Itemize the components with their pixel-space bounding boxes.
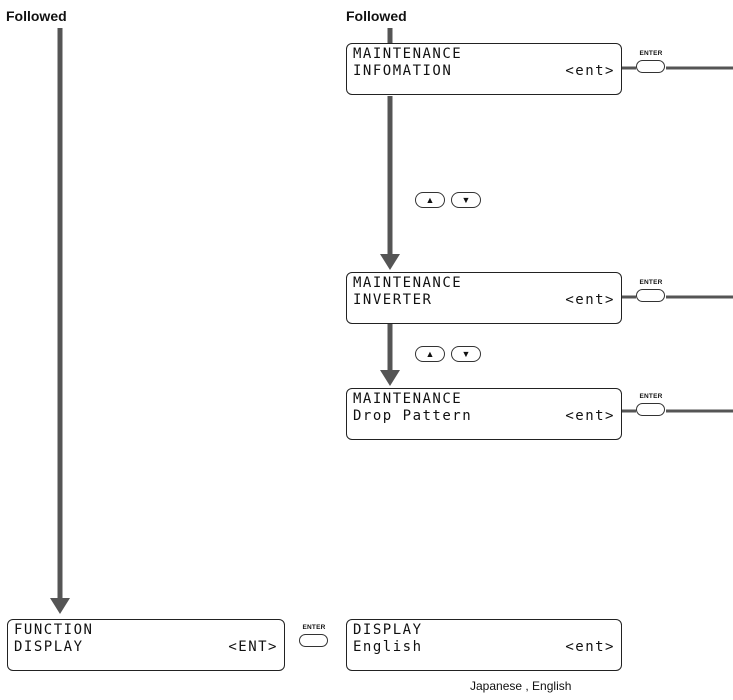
enter-label: ENTER: [639, 279, 663, 286]
lcd-function-display: FUNCTION DISPLAY <ENT>: [7, 619, 285, 671]
up-arrow-icon: ▲: [425, 349, 435, 359]
lcd-display-english: DISPLAY English <ent>: [346, 619, 622, 671]
enter-key-icon: [636, 403, 665, 416]
lcd-maintenance-information: MAINTENANCE INFOMATION <ent>: [346, 43, 622, 95]
left-arrowhead: [50, 598, 70, 614]
enter-key-icon: [299, 634, 328, 647]
lcd-line-2: DISPLAY: [14, 639, 84, 655]
lcd-line-1: MAINTENANCE: [353, 46, 463, 62]
arrowhead-1-to-2: [380, 254, 400, 270]
left-followed-label: Followed: [6, 8, 67, 24]
enter-label: ENTER: [302, 624, 326, 631]
enter-key-icon: [636, 60, 665, 73]
enter-key-icon: [636, 289, 665, 302]
lcd-line-1: MAINTENANCE: [353, 391, 463, 407]
right-followed-label: Followed: [346, 8, 407, 24]
lcd-ent-indicator: <ent>: [565, 63, 615, 79]
enter-label: ENTER: [639, 50, 663, 57]
lcd-line-2: Drop Pattern: [353, 408, 473, 424]
lcd-ent-indicator: <ent>: [565, 292, 615, 308]
lcd-line-2: INVERTER: [353, 292, 433, 308]
lcd-ent-indicator: <ent>: [565, 408, 615, 424]
language-options-note: Japanese , English: [470, 679, 572, 693]
up-arrow-icon: ▲: [425, 195, 435, 205]
lcd-ent-indicator: <ent>: [565, 639, 615, 655]
lcd-line-1: FUNCTION: [14, 622, 94, 638]
down-arrow-icon: ▼: [461, 349, 471, 359]
lcd-line-2: English: [353, 639, 423, 655]
lcd-line-2: INFOMATION: [353, 63, 453, 79]
enter-label: ENTER: [639, 393, 663, 400]
down-arrow-icon: ▼: [461, 195, 471, 205]
lcd-line-1: MAINTENANCE: [353, 275, 463, 291]
lcd-line-1: DISPLAY: [353, 622, 423, 638]
up-key[interactable]: ▲: [415, 346, 445, 362]
lcd-ent-indicator: <ENT>: [228, 639, 278, 655]
down-key[interactable]: ▼: [451, 192, 481, 208]
lcd-maintenance-inverter: MAINTENANCE INVERTER <ent>: [346, 272, 622, 324]
lcd-maintenance-drop-pattern: MAINTENANCE Drop Pattern <ent>: [346, 388, 622, 440]
up-key[interactable]: ▲: [415, 192, 445, 208]
down-key[interactable]: ▼: [451, 346, 481, 362]
arrowhead-2-to-3: [380, 370, 400, 386]
